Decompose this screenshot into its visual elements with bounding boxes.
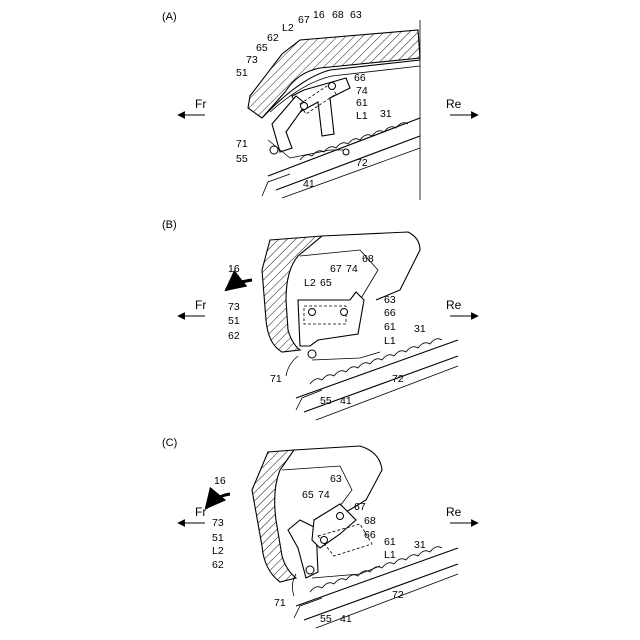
panel-b-link (298, 292, 364, 346)
label-62: 62 (228, 330, 240, 342)
panel-c-base (294, 574, 458, 628)
panel-b: (B) Fr Re 16 68 67 74 L (162, 219, 478, 420)
label-66: 66 (354, 72, 366, 84)
label-41: 41 (303, 178, 315, 190)
panel-b-front-label: Fr (195, 298, 206, 312)
panel-a-label: (A) (162, 11, 177, 23)
panel-c-label: (C) (162, 437, 177, 449)
label-41: 41 (340, 613, 352, 625)
panel-b-pin-71 (308, 350, 316, 358)
panel-c-floor (296, 548, 458, 620)
label-l1: L1 (356, 110, 368, 122)
label-74: 74 (346, 263, 358, 275)
label-41: 41 (340, 395, 352, 407)
label-65: 65 (256, 42, 268, 54)
panel-c-rear-arrow: Re (446, 505, 478, 523)
panel-c-pin-l2 (321, 537, 328, 544)
panel-a: (A) Fr Re 16 67 68 6 (162, 9, 478, 200)
label-31: 31 (414, 323, 426, 335)
label-l2: L2 (304, 277, 316, 289)
panel-a-front-label: Fr (195, 97, 206, 111)
label-51: 51 (212, 532, 224, 544)
label-65: 65 (320, 277, 332, 289)
panel-c: (C) Fr Re 16 63 65 74 6 (162, 437, 478, 628)
panel-a-rear-label: Re (446, 97, 462, 111)
panel-c-front-arrow: Fr (178, 505, 206, 523)
panel-a-pin-l1 (329, 83, 336, 90)
panel-a-pin-71 (270, 146, 278, 154)
panel-b-label: (B) (162, 219, 177, 231)
label-62: 62 (212, 559, 224, 571)
panel-a-pin-72 (343, 149, 349, 155)
label-73: 73 (212, 517, 224, 529)
panel-b-base (296, 366, 458, 420)
label-71: 71 (236, 138, 248, 150)
panel-c-rear-label: Re (446, 505, 462, 519)
label-71: 71 (274, 597, 286, 609)
label-67: 67 (354, 501, 366, 513)
panel-b-pin-l2 (309, 309, 316, 316)
panel-c-callouts: 16 63 65 74 67 73 68 51 66 L2 61 L1 31 6… (212, 473, 426, 625)
label-16: 16 (214, 475, 226, 487)
label-61: 61 (356, 97, 368, 109)
label-63: 63 (330, 473, 342, 485)
label-73: 73 (246, 54, 258, 66)
label-l1: L1 (384, 335, 396, 347)
label-55: 55 (320, 613, 332, 625)
panel-b-rail-teeth (310, 339, 442, 384)
label-l2: L2 (282, 22, 294, 34)
label-31: 31 (414, 539, 426, 551)
label-67: 67 (330, 263, 342, 275)
panel-a-base (262, 148, 420, 198)
label-55: 55 (236, 153, 248, 165)
label-16: 16 (313, 9, 325, 21)
label-72: 72 (392, 589, 404, 601)
panel-c-rotation-arrow (206, 494, 230, 508)
panel-c-rail-teeth (310, 547, 442, 592)
label-l2: L2 (212, 545, 224, 557)
label-71: 71 (270, 373, 282, 385)
panel-a-pin-l2 (301, 103, 308, 110)
label-74: 74 (356, 85, 368, 97)
panel-c-pin-71 (306, 566, 314, 574)
panel-b-rear-label: Re (446, 298, 462, 312)
panel-b-rotation-arrow (226, 280, 252, 290)
panel-b-front-arrow: Fr (178, 298, 206, 316)
label-68: 68 (364, 515, 376, 527)
label-31: 31 (380, 108, 392, 120)
label-51: 51 (236, 67, 248, 79)
panel-b-rear-arrow: Re (446, 298, 478, 316)
label-55: 55 (320, 395, 332, 407)
panel-a-rear-arrow: Re (446, 97, 478, 115)
label-72: 72 (356, 157, 368, 169)
label-73: 73 (228, 301, 240, 313)
label-l1: L1 (384, 549, 396, 561)
label-61: 61 (384, 321, 396, 333)
label-68: 68 (332, 9, 344, 21)
panel-b-bracket (312, 352, 380, 360)
label-72: 72 (392, 373, 404, 385)
label-67: 67 (298, 14, 310, 26)
panel-a-front-arrow: Fr (178, 97, 206, 115)
label-68: 68 (362, 253, 374, 265)
panel-b-pin-l1 (341, 309, 348, 316)
label-16: 16 (228, 263, 240, 275)
panel-c-front-label: Fr (195, 505, 206, 519)
label-61: 61 (384, 536, 396, 548)
label-63: 63 (350, 9, 362, 21)
label-51: 51 (228, 315, 240, 327)
label-65: 65 (302, 489, 314, 501)
label-62: 62 (267, 32, 279, 44)
label-66: 66 (364, 529, 376, 541)
panel-c-pin-l1 (337, 513, 344, 520)
panel-b-hook (286, 356, 298, 376)
label-66: 66 (384, 307, 396, 319)
label-74: 74 (318, 489, 330, 501)
label-63: 63 (384, 294, 396, 306)
